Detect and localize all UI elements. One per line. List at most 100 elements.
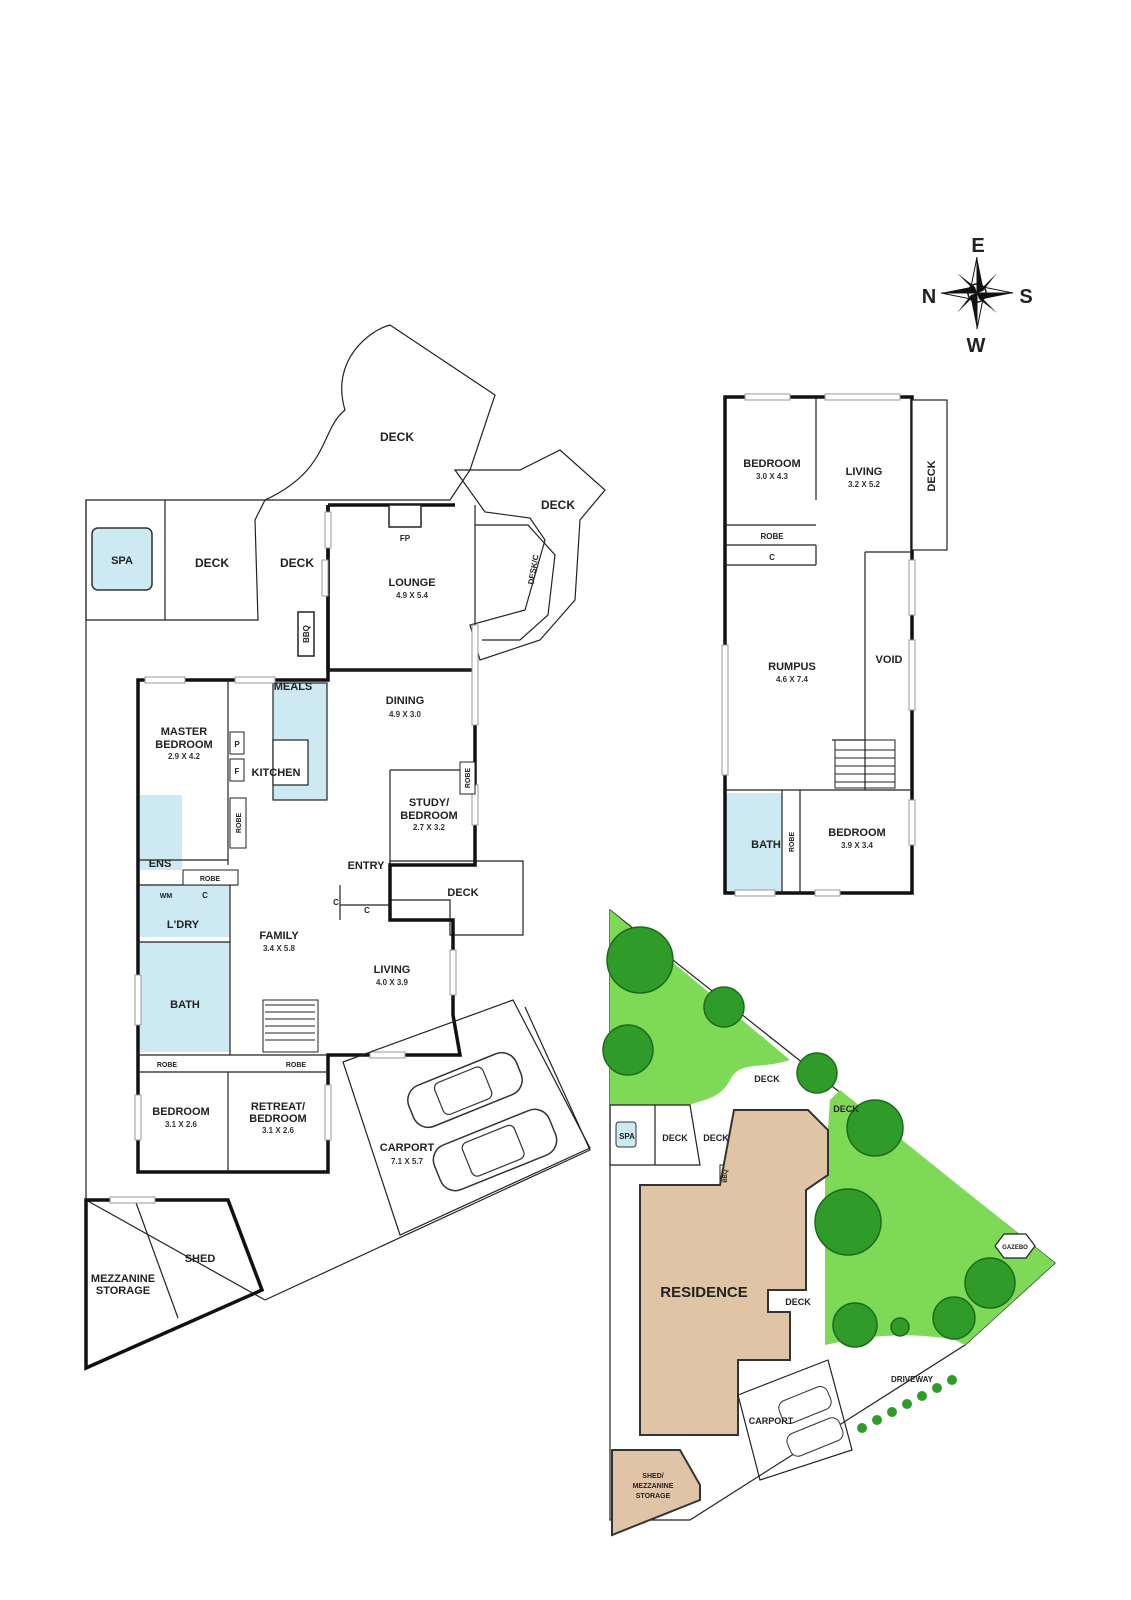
label-study-2: BEDROOM	[400, 810, 457, 822]
label-deck-left: DECK	[280, 556, 314, 570]
kitchen-bench-cut	[272, 739, 309, 786]
fridge-box	[229, 758, 245, 782]
dim-retreat: 3.1 X 2.6	[262, 1126, 295, 1135]
label-kitchen: KITCHEN	[252, 767, 301, 779]
label-p: P	[234, 740, 240, 749]
window	[721, 644, 729, 776]
site-deck-outline	[609, 1104, 701, 1166]
dim-family: 3.4 X 5.8	[263, 944, 296, 953]
label-upper-deck: DECK	[926, 460, 938, 491]
label-entry: ENTRY	[348, 860, 386, 872]
window	[734, 889, 776, 897]
compass: E W N S	[922, 235, 1033, 357]
bbq-box	[297, 611, 315, 657]
window	[908, 559, 916, 616]
site-label-deck-mid: DECK	[785, 1297, 811, 1307]
ground-carport-outline	[342, 999, 591, 1236]
dim-lounge: 4.9 X 5.4	[396, 591, 429, 600]
label-family: FAMILY	[259, 930, 299, 942]
compass-e: E	[971, 235, 984, 257]
label-meals: MEALS	[274, 681, 313, 693]
dim-upper-bedroom1: 3.0 X 4.3	[756, 472, 789, 481]
label-robe-bl: ROBE	[157, 1062, 178, 1069]
label-c-ldry: C	[202, 891, 208, 900]
site-label-bbq: BBQ	[723, 1169, 729, 1183]
site-label-deck-top: DECK	[754, 1074, 780, 1084]
upper-deck	[911, 399, 948, 551]
window	[134, 974, 142, 1026]
robe-kitchen-box	[229, 797, 247, 849]
label-ens: ENS	[149, 858, 172, 870]
deck-pool-outline	[85, 499, 266, 621]
window	[324, 511, 332, 549]
label-ldry: L'DRY	[167, 919, 200, 931]
site-spa	[615, 1121, 637, 1148]
shrub-icon	[947, 1375, 957, 1385]
label-bedroom: BEDROOM	[152, 1106, 209, 1118]
car-icon	[407, 1051, 523, 1129]
shrub-icon	[857, 1423, 867, 1433]
label-retreat-2: BEDROOM	[249, 1113, 306, 1125]
site-label-deck-a: DECK	[662, 1133, 688, 1143]
label-robe-br: ROBE	[286, 1062, 307, 1069]
label-mezz-1: MEZZANINE	[91, 1273, 155, 1285]
site-shed	[611, 1449, 701, 1537]
label-master-2: BEDROOM	[155, 739, 212, 751]
tree-icon	[703, 986, 745, 1028]
label-study-1: STUDY/	[409, 797, 449, 809]
window	[324, 1084, 332, 1141]
label-mezz-2: STORAGE	[96, 1285, 150, 1297]
compass-s: S	[1019, 286, 1032, 308]
window	[134, 1094, 142, 1141]
site-plan: DECK DECK SPA DECK DECK BBQ RESIDENCE DE…	[602, 908, 1056, 1537]
robe-ens-box	[182, 869, 239, 886]
label-robe-ens: ROBE	[200, 876, 221, 883]
label-upper-bedroom1: BEDROOM	[743, 458, 800, 470]
residence-shape	[639, 1109, 829, 1436]
site-label-deck-right: DECK	[833, 1104, 859, 1114]
deck-right-outline	[453, 449, 606, 661]
site-label-shed-1: SHED/	[642, 1473, 663, 1480]
label-lounge: LOUNGE	[388, 577, 435, 589]
label-shed: SHED	[185, 1253, 216, 1265]
label-spa: SPA	[111, 555, 133, 567]
upper-floor: BEDROOM 3.0 X 4.3 LIVING 3.2 X 5.2 DECK …	[721, 393, 948, 897]
label-c2: C	[364, 906, 370, 915]
dim-rumpus: 4.6 X 7.4	[776, 675, 809, 684]
site-trees	[602, 926, 1016, 1348]
window	[234, 676, 276, 684]
window	[109, 1196, 156, 1204]
tree-icon	[814, 1188, 882, 1256]
window	[449, 949, 457, 996]
dim-bedroom: 3.1 X 2.6	[165, 1120, 198, 1129]
window	[814, 889, 841, 897]
robe-study-box	[459, 761, 476, 795]
dim-carport: 7.1 X 5.7	[391, 1157, 424, 1166]
label-living: LIVING	[374, 964, 411, 976]
upper-interior-walls	[725, 397, 912, 893]
gazebo-shape	[994, 1233, 1036, 1259]
car-icon	[432, 1108, 558, 1192]
ground-floor: DECK DECK DECK DECK SPA FP BBQ DESK/C LO…	[84, 324, 606, 1371]
label-upper-robe2: ROBE	[789, 832, 796, 853]
shrub-icon	[917, 1391, 927, 1401]
site-label-gazebo: GAZEBO	[1002, 1245, 1028, 1251]
tree-icon	[606, 926, 674, 994]
label-upper-bedroom2: BEDROOM	[828, 827, 885, 839]
upper-bath-wet	[726, 793, 782, 893]
spa-shape	[91, 527, 153, 591]
bath-wet-area	[140, 942, 230, 1052]
label-void: VOID	[876, 654, 903, 666]
site-carport	[737, 1359, 853, 1481]
desk-bay	[475, 524, 556, 641]
site-hedge	[857, 1375, 957, 1433]
shrub-icon	[887, 1407, 897, 1417]
shed-divider	[134, 1199, 179, 1319]
label-robe-study: ROBE	[465, 768, 472, 789]
tree-icon	[832, 1302, 878, 1348]
site-label-residence: RESIDENCE	[660, 1284, 748, 1301]
label-dining: DINING	[386, 695, 425, 707]
label-retreat-1: RETREAT/	[251, 1101, 305, 1113]
ground-interior-walls	[138, 505, 476, 1172]
